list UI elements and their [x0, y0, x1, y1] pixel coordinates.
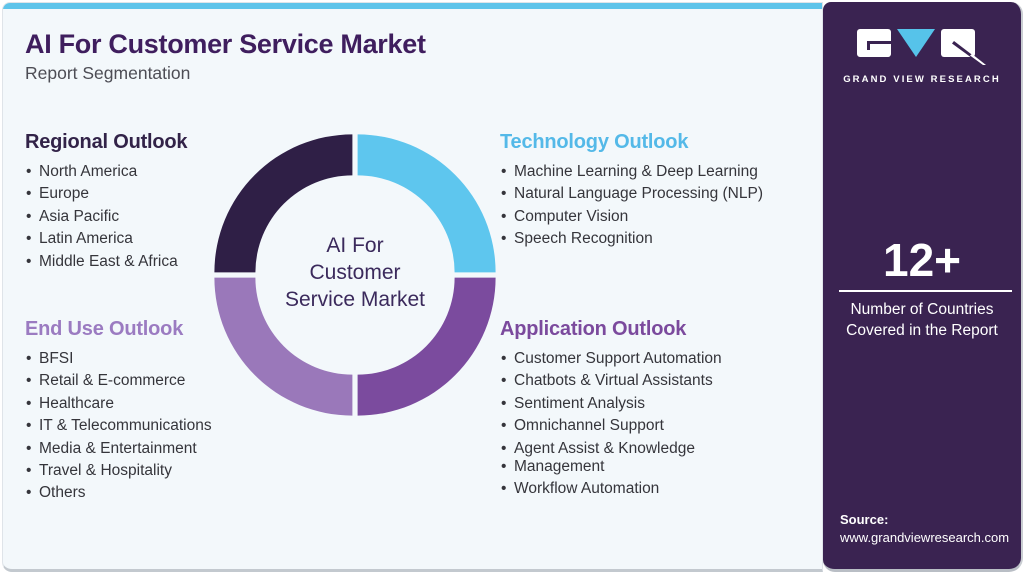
page-subtitle: Report Segmentation — [25, 63, 191, 83]
section-title: End Use Outlook — [25, 318, 184, 340]
donut-label-line: Customer — [309, 261, 401, 284]
donut-segments — [214, 134, 496, 416]
gvr-logo: GRAND VIEW RESEARCH — [823, 29, 1021, 85]
list-item: BFSI — [25, 348, 265, 371]
list-item: Latin America — [25, 228, 240, 251]
list-item: North America — [25, 161, 240, 184]
source-block: Source: www.grandviewresearch.com — [840, 511, 1009, 547]
list-item: Europe — [25, 183, 240, 206]
section-item-list: BFSIRetail & E-commerceHealthcareIT & Te… — [25, 348, 265, 505]
donut-segment-regional — [214, 134, 353, 273]
list-item: Speech Recognition — [500, 228, 822, 251]
list-item: Asia Pacific — [25, 206, 240, 229]
list-item: Middle East & Africa — [25, 251, 240, 274]
section-item-list: Customer Support AutomationChatbots & Vi… — [500, 348, 822, 501]
section-item-list: North AmericaEuropeAsia PacificLatin Ame… — [25, 161, 240, 273]
list-item: Travel & Hospitality — [25, 460, 265, 483]
section-technology-outlook: Technology Outlook Machine Learning & De… — [500, 131, 822, 251]
section-title: Application Outlook — [500, 318, 687, 340]
donut-segment-end_use — [214, 277, 353, 416]
stat-caption: Number of Countries Covered in the Repor… — [823, 299, 1021, 341]
list-item: Chatbots & Virtual Assistants — [500, 370, 822, 393]
sidebar: GRAND VIEW RESEARCH 12+ Number of Countr… — [823, 2, 1023, 572]
donut-chart — [210, 130, 500, 420]
section-end-use-outlook: End Use Outlook BFSIRetail & E-commerceH… — [25, 318, 265, 505]
list-item: Others — [25, 482, 265, 505]
donut-segment-technology — [357, 134, 496, 273]
report-card: AI For Customer Service Market Report Se… — [2, 2, 823, 572]
stat-caption-line: Covered in the Report — [846, 322, 998, 339]
source-label: Source: — [840, 512, 889, 527]
list-item: Retail & E-commerce — [25, 370, 265, 393]
list-item: Agent Assist & Knowledge — [500, 438, 822, 461]
countries-stat: 12+ Number of Countries Covered in the R… — [823, 236, 1021, 341]
list-item: IT & Telecommunications — [25, 415, 265, 438]
list-item: Media & Entertainment — [25, 438, 265, 461]
brand-name: GRAND VIEW RESEARCH — [843, 74, 1001, 85]
donut-label-line: AI For — [326, 234, 384, 257]
stat-value: 12+ — [882, 234, 962, 286]
list-item: Omnichannel Support — [500, 415, 822, 438]
list-item: Computer Vision — [500, 206, 822, 229]
section-title: Regional Outlook — [25, 131, 188, 153]
list-item: Workflow Automation — [500, 478, 822, 501]
section-item-list: Machine Learning & Deep LearningNatural … — [500, 161, 822, 251]
list-item: Customer Support Automation — [500, 348, 822, 371]
stat-caption-line: Number of Countries — [850, 301, 994, 318]
list-item: Natural Language Processing (NLP) — [500, 183, 822, 206]
source-url[interactable]: www.grandviewresearch.com — [840, 530, 1010, 545]
donut-center-label: AI For Customer Service Market — [265, 232, 445, 313]
page-title: AI For Customer Service Market — [25, 29, 426, 59]
section-title: Technology Outlook — [500, 131, 689, 153]
section-application-outlook: Application Outlook Customer Support Aut… — [500, 318, 822, 501]
gvr-logo-icon — [857, 29, 986, 65]
list-item: Sentiment Analysis — [500, 393, 822, 416]
section-regional-outlook: Regional Outlook North AmericaEuropeAsia… — [25, 131, 240, 273]
list-item: Healthcare — [25, 393, 265, 416]
donut-segment-application — [357, 277, 496, 416]
list-item: Machine Learning & Deep Learning — [500, 161, 822, 184]
top-accent-bar — [3, 3, 822, 9]
stat-divider — [839, 290, 1012, 292]
list-item: Management — [500, 456, 822, 479]
donut-label-line: Service Market — [284, 288, 426, 311]
